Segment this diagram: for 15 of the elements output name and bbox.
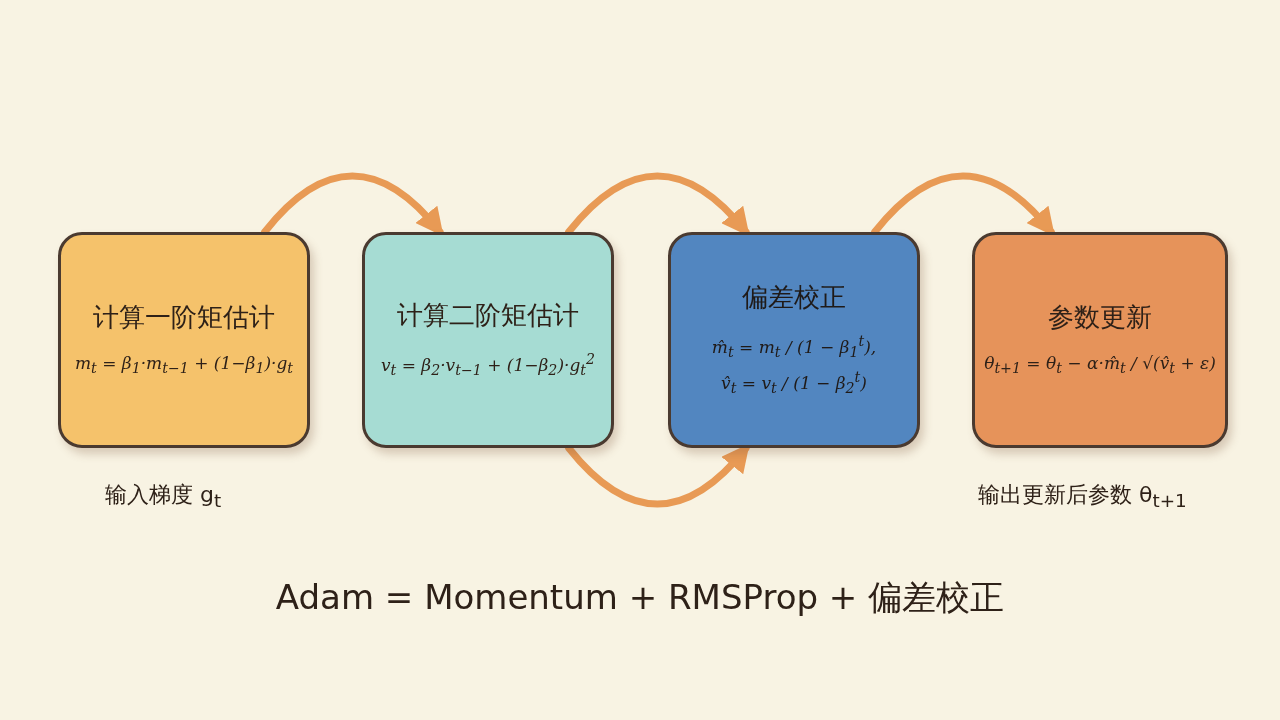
- formula: m$_{t}$ = β$_{1}$·m$_{t−1}$ + (1−β$_{1}$)·g$_{t}$: [74, 352, 293, 377]
- side-label: 输入梯度 g$_{t}$: [105, 481, 222, 512]
- formula: m̂$_{t}$ = m$_{t}$ / (1 − β$_{1}$$^{t}$),: [711, 333, 877, 361]
- caption: Adam = Momentum + RMSProp + 偏差校正: [275, 576, 1005, 619]
- process-box: [58, 232, 310, 448]
- process-box: [668, 232, 920, 448]
- box-title: 偏差校正: [742, 281, 846, 315]
- box-title: 参数更新: [1048, 300, 1152, 334]
- process-box: [362, 232, 614, 448]
- formula: θ$_{t+1}$ = θ$_{t}$ − α·m̂$_{t}$ / √(v̂$_{t}$ + ε): [984, 352, 1216, 377]
- box-title: 计算二阶矩估计: [397, 298, 579, 332]
- formula: v̂$_{t}$ = v$_{t}$ / (1 − β$_{2}$$^{t}$): [721, 368, 867, 396]
- side-label: 输出更新后参数 θ$_{t+1}$: [978, 481, 1187, 512]
- process-box: [972, 232, 1228, 448]
- box-title: 计算一阶矩估计: [93, 300, 275, 334]
